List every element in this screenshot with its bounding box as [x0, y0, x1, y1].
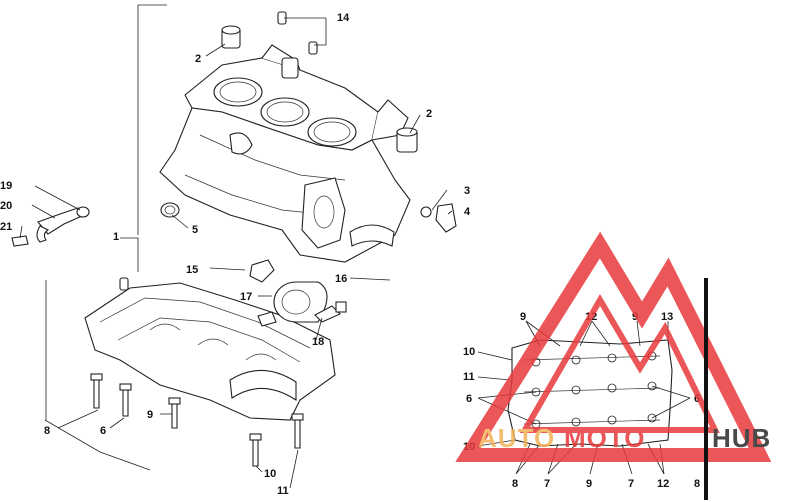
dowel-lower [119, 277, 129, 291]
callout-3: 3 [464, 185, 470, 197]
watermark-text-moto: MOTO [564, 423, 646, 453]
callout-6: 6 [100, 425, 106, 437]
callout-8: 8 [44, 425, 50, 437]
callout-labels: 1 2 2 3 4 5 6 8 9 10 11 14 15 16 17 18 1… [0, 12, 471, 497]
mount-bushing-left [221, 25, 241, 49]
breather-pipe-assembly [11, 206, 90, 247]
plug-5 [160, 202, 180, 218]
callout-18: 18 [312, 336, 324, 348]
oil-filter [257, 281, 328, 327]
inset-callout-7-left: 7 [544, 478, 550, 490]
callout-2-right: 2 [426, 108, 432, 120]
callout-15: 15 [186, 264, 198, 276]
right-edge-bar [704, 278, 708, 500]
leader-lines [19, 4, 453, 489]
watermark-triangle-outer [455, 231, 772, 462]
mount-bushing-center [281, 57, 299, 79]
callout-5: 5 [192, 224, 198, 236]
watermark-text-hub: HUB [712, 423, 771, 453]
bolts-lower [90, 373, 304, 467]
inset-callout-9-bottom: 9 [586, 478, 592, 490]
callout-19: 19 [0, 180, 12, 192]
oring-fitting [420, 203, 457, 233]
callout-17: 17 [240, 291, 252, 303]
callout-10: 10 [264, 468, 276, 480]
inset-callout-11: 11 [463, 371, 475, 383]
watermark-text-auto: AUTO [478, 423, 555, 453]
inset-callout-12-bottom: 12 [657, 478, 669, 490]
callout-4: 4 [464, 206, 471, 218]
callout-2-left: 2 [195, 53, 201, 65]
inset-callout-8-left: 8 [512, 478, 518, 490]
callout-1: 1 [113, 231, 119, 243]
upper-crankcase-block [159, 44, 411, 263]
inset-callout-13: 13 [661, 311, 673, 323]
callout-20: 20 [0, 200, 12, 212]
inset-callout-9-top-left: 9 [520, 311, 526, 323]
callout-9: 9 [147, 409, 153, 421]
callout-16: 16 [335, 273, 347, 285]
watermark-triangle-inner [519, 294, 720, 433]
pressure-switch [314, 301, 347, 323]
automotohub-watermark: AUTO MOTO HUB [455, 231, 772, 462]
inset-callout-6-left: 6 [466, 393, 472, 405]
callout-14: 14 [337, 12, 350, 24]
callout-11: 11 [277, 485, 289, 497]
inset-callout-8-right: 8 [694, 478, 700, 490]
bracket-15 [249, 259, 275, 283]
callout-21: 21 [0, 221, 12, 233]
inset-callout-10-top: 10 [463, 346, 475, 358]
mount-bushing-right [396, 127, 418, 153]
inset-callout-7-right: 7 [628, 478, 634, 490]
